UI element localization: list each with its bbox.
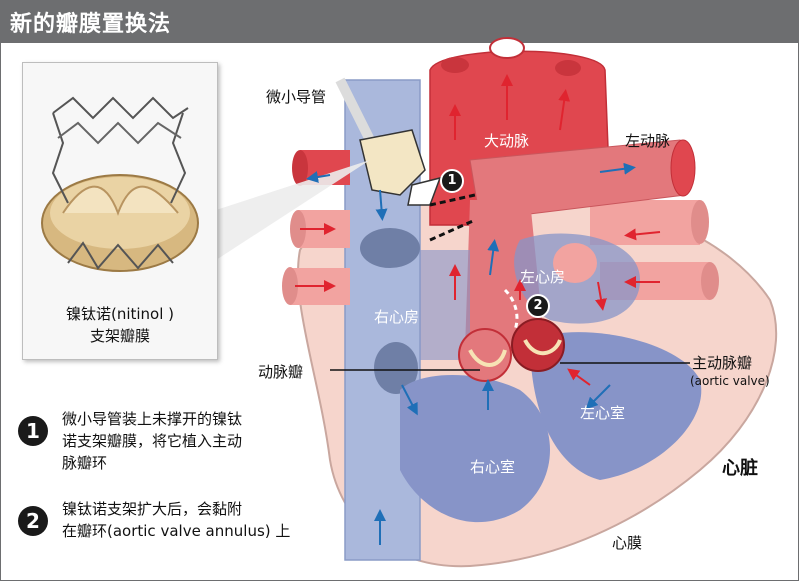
label-aortic-valve: 主动脉瓣 bbox=[692, 352, 752, 373]
inset-caption-line1: 镍钛诺(nitinol ) bbox=[23, 303, 217, 324]
label-right-atrium: 右心房 bbox=[374, 306, 419, 327]
label-left-atrium: 左心房 bbox=[520, 266, 565, 287]
label-aorta: 大动脉 bbox=[484, 130, 529, 151]
inset-caption-line2: 支架瓣膜 bbox=[23, 325, 217, 346]
step-2-line2: 在瓣环(aortic valve annulus) 上 bbox=[62, 520, 290, 542]
label-aortic-valve-en: (aortic valve) bbox=[690, 374, 770, 388]
label-arterial-valve: 动脉瓣 bbox=[258, 361, 303, 382]
label-heart: 心脏 bbox=[722, 454, 758, 480]
step-1-line2: 诺支架瓣膜，将它植入主动 bbox=[62, 430, 242, 452]
aorta-branch-top bbox=[490, 38, 524, 58]
marker-2: 2 bbox=[526, 294, 550, 318]
label-pericardium: 心膜 bbox=[612, 532, 642, 553]
vein-opening-top bbox=[360, 228, 420, 268]
label-left-artery: 左动脉 bbox=[625, 130, 670, 151]
pulmonary-vessel-4 bbox=[590, 200, 700, 245]
step-2-badge: 2 bbox=[18, 506, 48, 536]
label-right-ventricle: 右心室 bbox=[470, 456, 515, 477]
label-catheter: 微小导管 bbox=[266, 86, 326, 107]
marker-1: 1 bbox=[440, 169, 464, 193]
step-2-text: 镍钛诺支架扩大后，会黏附 在瓣环(aortic valve annulus) 上 bbox=[62, 498, 290, 542]
step-2-line1: 镍钛诺支架扩大后，会黏附 bbox=[62, 498, 290, 520]
nitinol-stent-valve-image bbox=[23, 63, 217, 293]
stent-valve-inset: 镍钛诺(nitinol ) 支架瓣膜 bbox=[22, 62, 218, 360]
step-1-line1: 微小导管装上未撑开的镍钛 bbox=[62, 408, 242, 430]
step-1-text: 微小导管装上未撑开的镍钛 诺支架瓣膜，将它植入主动 脉瓣环 bbox=[62, 408, 242, 474]
label-left-ventricle: 左心室 bbox=[580, 402, 625, 423]
step-1-line3: 脉瓣环 bbox=[62, 452, 242, 474]
step-1-badge: 1 bbox=[18, 416, 48, 446]
